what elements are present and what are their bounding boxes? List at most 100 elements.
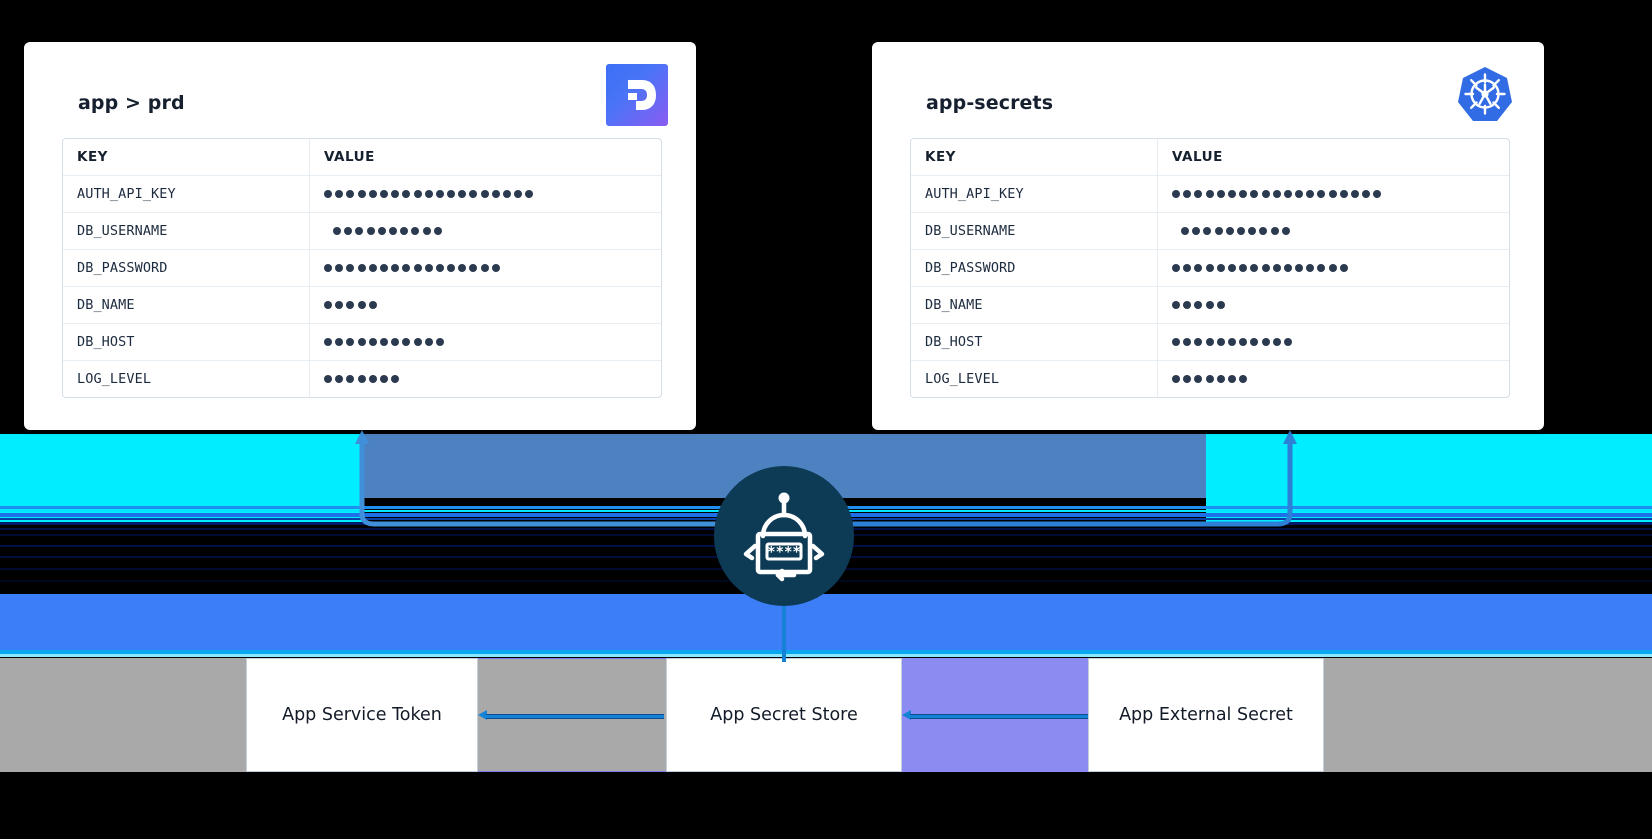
table-row: AUTH_API_KEY [911, 175, 1509, 213]
mask-dot [1283, 190, 1292, 198]
mask-dot [368, 301, 377, 309]
mask-dot [1227, 264, 1236, 272]
secret-key-name: DB_PASSWORD [77, 260, 168, 276]
table-cell-key: DB_USERNAME [911, 212, 1158, 250]
mask-dot [1339, 190, 1348, 198]
mask-dot [357, 264, 366, 272]
table-header-row: KEY VALUE [63, 139, 661, 176]
mask-dot [402, 264, 411, 272]
mask-dot [324, 375, 332, 383]
arrow-shaft [910, 714, 1088, 719]
mask-dot [411, 227, 420, 235]
mask-dot [1362, 190, 1371, 198]
app-service-token-box[interactable]: App Service Token [246, 658, 478, 772]
table-cell-key: DB_PASSWORD [63, 249, 310, 287]
masked-secret-value [1172, 188, 1385, 200]
mask-dot [1317, 190, 1326, 198]
secret-key-name: DB_PASSWORD [925, 260, 1016, 276]
mask-dot [1295, 264, 1304, 272]
mask-dot [1227, 375, 1236, 383]
mask-dot [1239, 338, 1248, 346]
mask-dot [388, 227, 397, 235]
box-label: App Secret Store [710, 705, 858, 725]
mask-dot [1205, 301, 1214, 309]
mask-dot [1205, 338, 1214, 346]
mask-dot [433, 227, 442, 235]
mask-dot [424, 190, 433, 198]
mask-dot [335, 264, 344, 272]
mask-dot [335, 375, 344, 383]
mask-dot [1183, 338, 1192, 346]
mask-dot [1194, 375, 1203, 383]
kubernetes-icon [1454, 64, 1516, 126]
table-row: DB_PASSWORD [911, 249, 1509, 287]
secret-key-name: DB_HOST [925, 334, 983, 350]
table-row: DB_HOST [911, 323, 1509, 361]
mask-dot [324, 338, 332, 346]
table-cell-value [309, 249, 661, 287]
mask-dot [1306, 190, 1315, 198]
table-cell-value [1157, 286, 1509, 324]
mask-dot [1172, 301, 1180, 309]
table-row: DB_HOST [63, 323, 661, 361]
masked-secret-value [1172, 336, 1295, 348]
kubernetes-card: app-secrets [872, 42, 1544, 430]
mask-dot [335, 190, 344, 198]
box-label: App Service Token [282, 705, 442, 725]
masked-secret-value [1172, 262, 1351, 274]
column-header-value: VALUE [309, 139, 661, 176]
mask-dot [447, 190, 456, 198]
mask-dot [413, 264, 422, 272]
mask-dot [1250, 190, 1259, 198]
blue-band-edge [0, 650, 1652, 654]
mask-dot [413, 190, 422, 198]
mask-dot [1272, 190, 1281, 198]
mask-dot [357, 190, 366, 198]
table-header-row: KEY VALUE [911, 139, 1509, 176]
mask-dot [447, 264, 456, 272]
mask-dot [335, 301, 344, 309]
column-header-key: KEY [911, 139, 1158, 176]
mask-dot [422, 227, 431, 235]
app-secret-store-box[interactable]: App Secret Store [666, 658, 902, 772]
masked-secret-value [1172, 299, 1228, 311]
secret-key-name: DB_HOST [77, 334, 135, 350]
mask-dot [1259, 227, 1268, 235]
mask-dot [435, 190, 444, 198]
table-cell-value [309, 286, 661, 324]
table-row: DB_NAME [911, 286, 1509, 324]
mask-dot [458, 190, 467, 198]
mask-dot [368, 190, 377, 198]
mask-dot [1339, 264, 1348, 272]
mask-dot [379, 264, 388, 272]
mask-dot [491, 264, 500, 272]
connector-robot-to-secret-store [782, 600, 786, 662]
mask-dot [391, 264, 400, 272]
mask-dot [1192, 227, 1201, 235]
mask-dot [435, 264, 444, 272]
mask-dot [346, 375, 355, 383]
mask-dot [335, 338, 344, 346]
app-external-secret-box[interactable]: App External Secret [1088, 658, 1324, 772]
arrow-head-icon [902, 710, 911, 720]
masked-secret-value [324, 225, 445, 237]
mask-dot [480, 264, 489, 272]
mask-dot [435, 338, 444, 346]
table-row: LOG_LEVEL [63, 360, 661, 397]
page-title: app > prd [78, 92, 185, 114]
mask-dot [1194, 301, 1203, 309]
box-label: App External Secret [1119, 705, 1293, 725]
mask-dot [1214, 227, 1223, 235]
table-cell-key: DB_USERNAME [63, 212, 310, 250]
table-cell-key: DB_NAME [911, 286, 1158, 324]
table-cell-value [1158, 361, 1510, 398]
secret-key-name: DB_USERNAME [77, 223, 168, 239]
mask-dot [1225, 227, 1234, 235]
page-title: app-secrets [926, 92, 1054, 114]
mask-dot [1216, 338, 1225, 346]
mask-dot [400, 227, 409, 235]
